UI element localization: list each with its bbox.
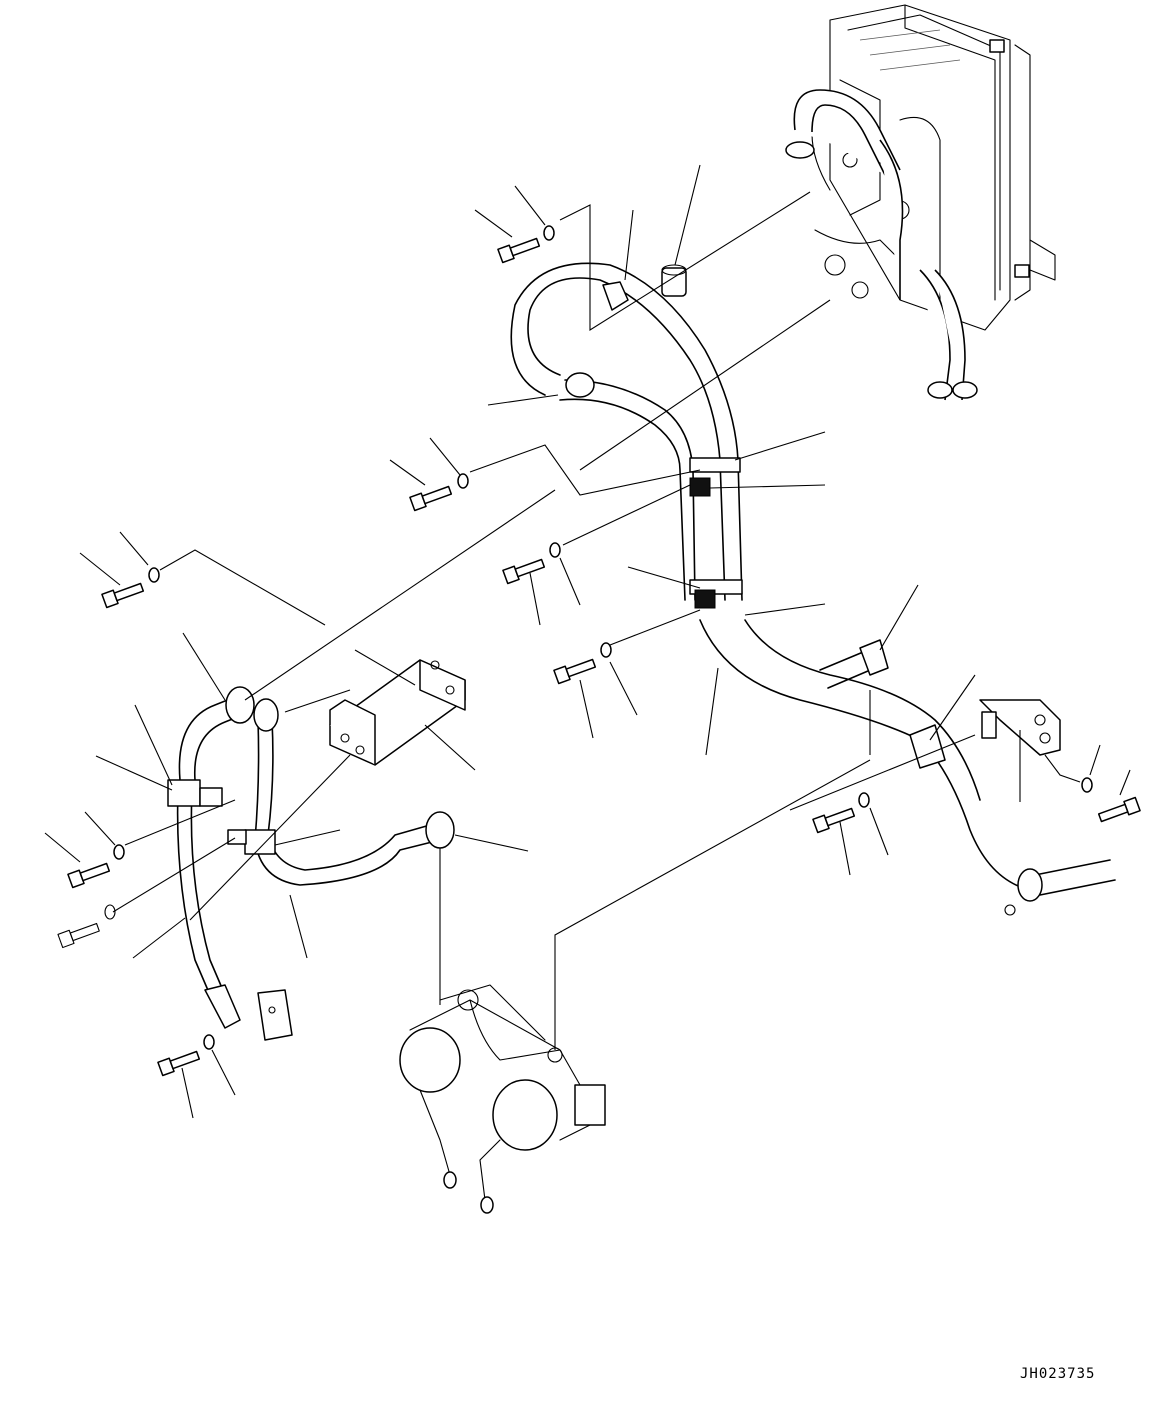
bolt-icon — [101, 582, 145, 609]
washer-icon — [457, 473, 469, 489]
bolt-icon — [57, 922, 100, 949]
spacer — [661, 264, 687, 297]
pump-unit — [399, 984, 606, 1214]
left-hoses — [167, 686, 455, 1029]
bolt-icon — [157, 1050, 201, 1077]
drawing-code: JH023735 — [1020, 1366, 1096, 1382]
cooler-hoses — [785, 89, 978, 401]
spacer-block — [257, 989, 293, 1041]
bolt-icon — [67, 862, 111, 889]
washer-icon — [543, 225, 555, 241]
cooler-unit — [811, 4, 1056, 331]
washer-icon — [148, 567, 160, 583]
washer-icon — [600, 642, 612, 658]
upper-hose — [510, 262, 1116, 916]
washer-icon — [858, 792, 870, 808]
bolt-icon — [812, 807, 856, 834]
bolt-icon — [497, 237, 541, 264]
washers — [104, 225, 1093, 1050]
bolt-icon — [502, 558, 546, 585]
washer-icon — [549, 542, 561, 558]
right-bracket — [979, 699, 1061, 756]
washer-icon — [1081, 777, 1093, 793]
bracket — [329, 659, 466, 766]
bolts — [57, 237, 1141, 1077]
washer-icon — [113, 844, 125, 860]
washer-icon — [203, 1034, 215, 1050]
leader-lines — [44, 164, 1131, 1119]
bolt-icon — [1097, 796, 1141, 823]
bolt-icon — [553, 658, 597, 685]
washer-icon — [104, 904, 116, 920]
bolt-icon — [409, 485, 453, 512]
